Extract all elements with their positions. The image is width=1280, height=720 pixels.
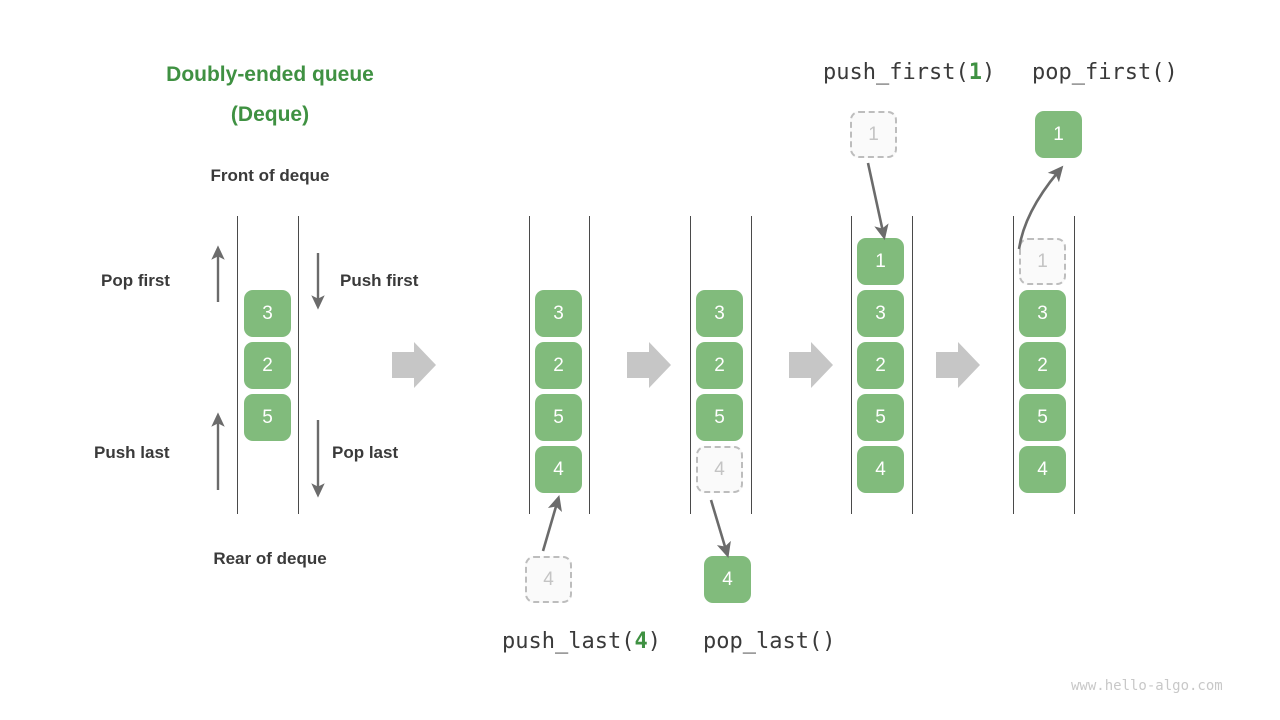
push-first-insert-arrow-icon	[866, 162, 889, 241]
pop-last-eject-arrow-icon	[709, 499, 731, 558]
pop-first-label: Pop first	[101, 271, 170, 290]
queue-node-ghost: 4	[696, 446, 743, 493]
queue-node: 5	[857, 394, 904, 441]
rail-left-stage-4	[851, 216, 852, 514]
flow-arrow-icon	[936, 342, 980, 388]
queue-node: 3	[535, 290, 582, 337]
push-first-call-name: push_first(	[823, 60, 969, 85]
queue-node: 2	[857, 342, 904, 389]
diagram-title-line2: (Deque)	[230, 103, 310, 126]
detached-node-ghost: 4	[525, 556, 572, 603]
push-first-call-close: )	[981, 60, 996, 85]
queue-node: 3	[696, 290, 743, 337]
queue-node: 3	[244, 290, 291, 337]
push-last-call-caption: push_last(4)	[502, 629, 661, 654]
push-last-call-close: )	[647, 629, 661, 654]
push-last-call-name: push_last(	[502, 629, 635, 654]
queue-node: 4	[857, 446, 904, 493]
queue-node: 4	[1019, 446, 1066, 493]
rail-right-stage-5	[1074, 216, 1075, 514]
queue-node: 5	[696, 394, 743, 441]
rail-left-stage-2	[529, 216, 530, 514]
queue-node: 5	[535, 394, 582, 441]
queue-node-ghost: 1	[1019, 238, 1066, 285]
diagram-title-line1: Doubly-ended queue	[166, 63, 374, 86]
queue-node: 2	[1019, 342, 1066, 389]
rail-left-stage-5	[1013, 216, 1014, 514]
rear-of-deque-label: Rear of deque	[213, 549, 327, 568]
push-last-call-arg: 4	[634, 629, 648, 654]
pop-last-call-caption: pop_last()	[703, 629, 836, 654]
watermark: www.hello-algo.com	[1071, 678, 1223, 694]
push-first-call-caption: push_first(1)	[823, 60, 995, 85]
push-first-call-arg: 1	[968, 60, 982, 85]
detached-node: 4	[704, 556, 751, 603]
flow-arrow-icon	[789, 342, 833, 388]
push-last-insert-arrow-icon	[541, 495, 562, 552]
queue-node: 2	[244, 342, 291, 389]
rail-right-stage-2	[589, 216, 590, 514]
detached-node: 1	[1035, 111, 1082, 158]
queue-node: 2	[696, 342, 743, 389]
queue-node: 3	[1019, 290, 1066, 337]
flow-arrow-icon	[627, 342, 671, 388]
rail-left-stage-3	[690, 216, 691, 514]
queue-node: 4	[535, 446, 582, 493]
front-of-deque-label: Front of deque	[210, 166, 330, 185]
detached-node-ghost: 1	[850, 111, 897, 158]
push-last-label: Push last	[94, 443, 170, 462]
rail-right-stage-4	[912, 216, 913, 514]
queue-node: 3	[857, 290, 904, 337]
queue-node: 2	[535, 342, 582, 389]
rail-right-stage-3	[751, 216, 752, 514]
push-first-label: Push first	[340, 271, 419, 290]
pop-first-call-caption: pop_first()	[1032, 60, 1178, 85]
queue-node: 1	[857, 238, 904, 285]
queue-node: 5	[244, 394, 291, 441]
pop-last-label: Pop last	[332, 443, 399, 462]
queue-node: 5	[1019, 394, 1066, 441]
rail-right-stage-1	[298, 216, 299, 514]
flow-arrow-icon	[392, 342, 436, 388]
rail-left-stage-1	[237, 216, 238, 514]
